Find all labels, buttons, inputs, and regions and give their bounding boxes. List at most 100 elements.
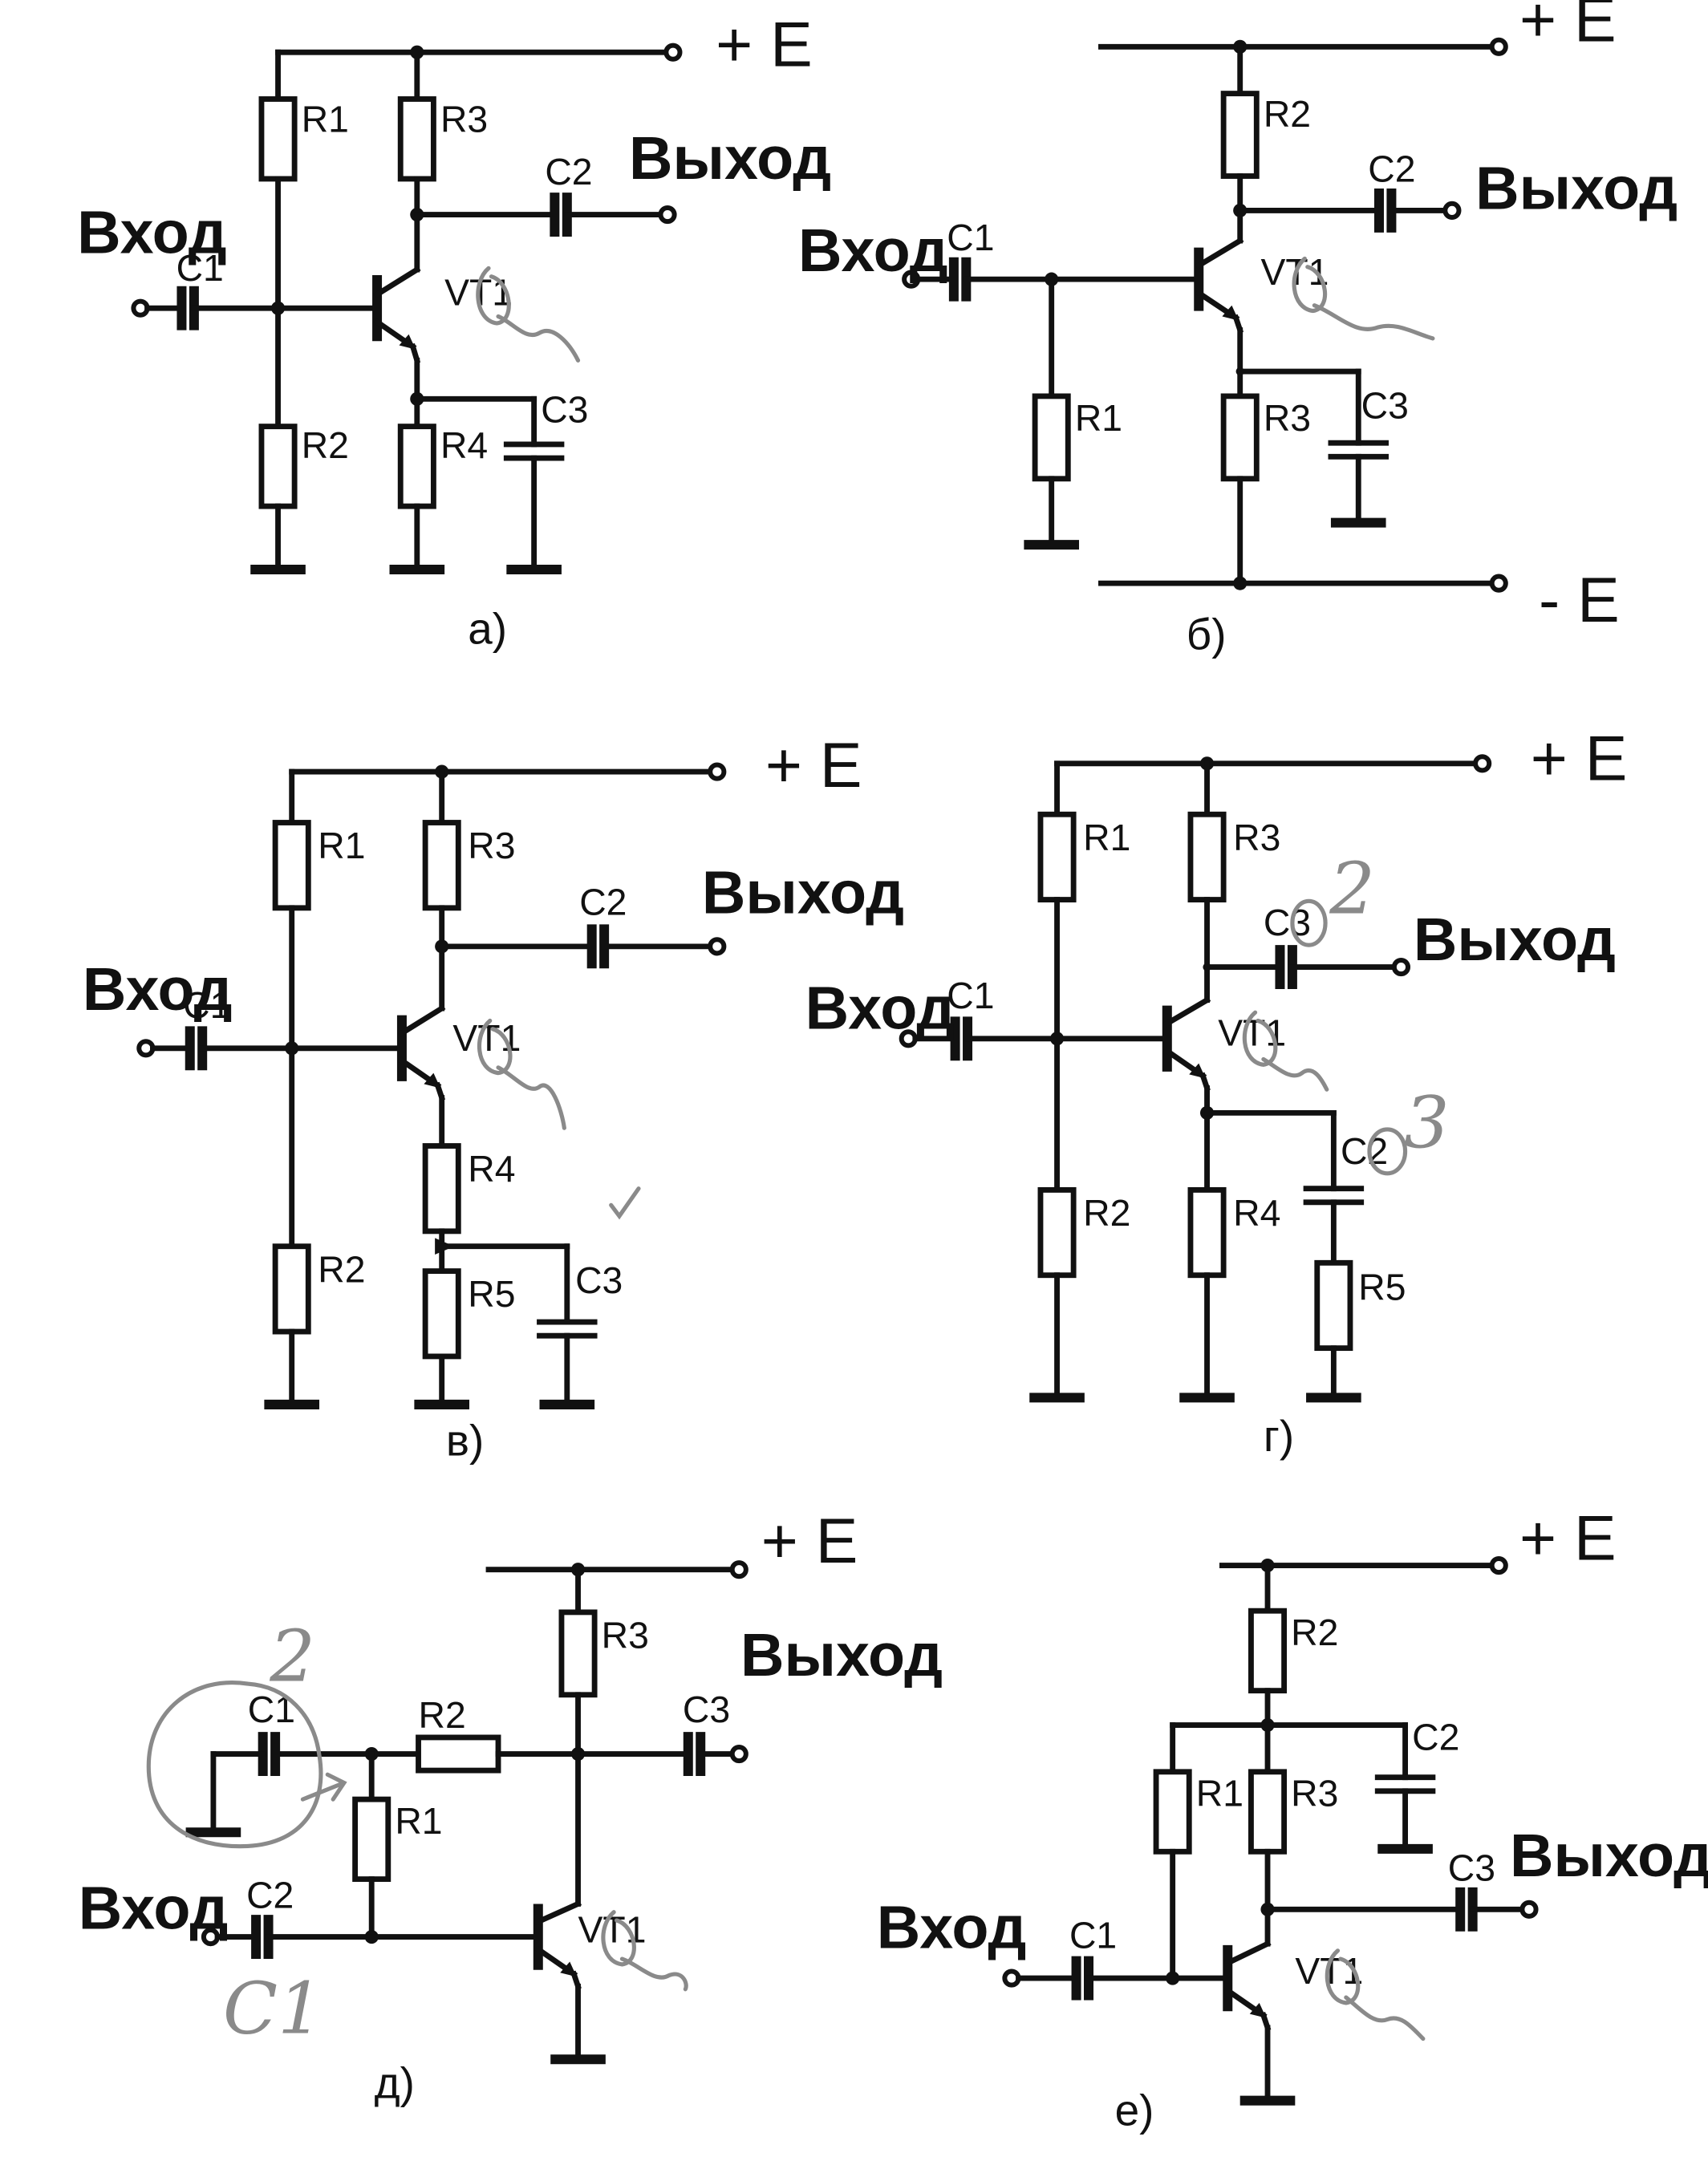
label-plus-e: + E (761, 1506, 858, 1576)
resistor-r2 (1037, 1186, 1077, 1279)
resistor-r1 (352, 1796, 392, 1883)
resistor-r1 (1032, 393, 1071, 482)
resistor-r4 (1187, 1186, 1227, 1279)
label-input: Вход (83, 955, 233, 1023)
terminal-plus-e (663, 43, 683, 62)
label-c1: C1 (176, 247, 224, 289)
label-output: Выход (1475, 155, 1678, 222)
label-r1: R1 (1075, 397, 1122, 439)
label-output: Выход (1510, 1822, 1708, 1889)
resistor-r2 (258, 424, 298, 509)
label-input: Вход (798, 217, 948, 284)
resistor-r3 (422, 820, 461, 911)
label-c3: C3 (575, 1259, 623, 1301)
resistor-r3 (1220, 393, 1260, 482)
label-plus-e: + E (1531, 723, 1628, 793)
label-c3: C3 (683, 1689, 730, 1730)
circuit-v: R1 R2 R3 R4 R5 C1 C2 C3 VT1 Вход Выход +… (83, 730, 904, 1465)
label-input: Вход (877, 1893, 1027, 1960)
caption-v: в) (446, 1415, 484, 1465)
label-c2: C2 (579, 881, 627, 922)
resistor-r1 (272, 820, 311, 911)
label-r1: R1 (395, 1800, 442, 1842)
circuit-d: R3 R2 R1 C1 C2 C3 VT1 Вход Выход + E д) … (79, 1506, 943, 2107)
caption-a: а) (468, 604, 507, 654)
label-r1: R1 (1083, 817, 1130, 858)
label-r2: R2 (1264, 93, 1311, 135)
resistor-r3 (397, 96, 436, 182)
resistor-r3 (1248, 1769, 1288, 1855)
label-c1: C1 (947, 217, 994, 258)
caption-b: б) (1187, 609, 1227, 659)
annotation-c1-mark: 2 (269, 1616, 315, 1699)
label-output: Выход (702, 859, 904, 926)
label-r2: R2 (1291, 1612, 1338, 1653)
resistor-r1 (1037, 811, 1077, 902)
resistor-r1 (258, 96, 298, 182)
circuit-e: R2 R1 R3 C1 C2 C3 VT1 Вход Выход + E е) (877, 1503, 1708, 2135)
label-output: Выход (629, 124, 831, 192)
resistor-r3 (1187, 811, 1227, 902)
resistor-r4 (422, 1143, 461, 1235)
caption-d: д) (375, 2058, 415, 2107)
label-c1: C1 (183, 984, 230, 1026)
annotation-c3-mark: 2 (1329, 848, 1375, 931)
resistor-r5 (1314, 1259, 1353, 1352)
resistor-r4 (397, 424, 436, 509)
label-output: Выход (740, 1621, 943, 1689)
label-c2: C2 (1412, 1716, 1459, 1758)
label-plus-e: + E (1519, 1503, 1617, 1574)
label-c1: C1 (1069, 1914, 1117, 1956)
label-input: Вход (79, 1874, 229, 1941)
label-r3: R3 (1233, 817, 1280, 858)
annotation-c2-mark: C1 (223, 1968, 323, 2051)
label-output: Выход (1414, 906, 1616, 973)
label-r3: R3 (602, 1614, 649, 1656)
resistor-r2 (1248, 1608, 1288, 1694)
label-r3: R3 (1291, 1773, 1338, 1814)
label-r4: R4 (1233, 1192, 1280, 1234)
label-plus-e: + E (1519, 0, 1617, 55)
label-c2: C2 (545, 151, 592, 193)
circuit-b: R2 R1 R3 C1 C2 C3 VT1 Вход Выход + E - E… (798, 0, 1678, 659)
label-c3: C3 (1361, 384, 1409, 426)
label-c1: C1 (947, 975, 994, 1016)
resistor-r2 (416, 1734, 501, 1774)
label-r3: R3 (440, 99, 488, 140)
resistor-r1 (1153, 1769, 1192, 1855)
label-r1: R1 (1196, 1773, 1243, 1814)
label-c2: C2 (246, 1875, 294, 1916)
label-r2: R2 (318, 1248, 365, 1290)
label-r3: R3 (1264, 397, 1311, 439)
label-r2: R2 (1083, 1192, 1130, 1234)
resistor-r5 (422, 1268, 461, 1360)
caption-g: г) (1264, 1411, 1294, 1461)
annotation-c2-mark: 3 (1404, 1081, 1450, 1165)
label-r1: R1 (302, 99, 349, 140)
label-r5: R5 (468, 1273, 515, 1315)
caption-e: е) (1115, 2086, 1154, 2135)
label-r1: R1 (318, 825, 365, 866)
label-r4: R4 (440, 424, 488, 466)
label-c2: C2 (1341, 1130, 1388, 1172)
resistor-r2 (272, 1243, 311, 1335)
label-r4: R4 (468, 1148, 515, 1190)
label-r5: R5 (1358, 1267, 1406, 1308)
label-plus-e: + E (716, 9, 813, 79)
label-c3: C3 (541, 388, 588, 430)
resistor-r2 (1220, 91, 1260, 179)
label-r2: R2 (419, 1694, 466, 1736)
circuit-a: R1 R2 R3 R4 C1 C2 C3 VT1 Вход Выход + E … (77, 9, 831, 653)
label-r2: R2 (302, 424, 349, 466)
label-input: Вход (805, 975, 955, 1042)
circuit-g: R1 R2 R3 R4 R5 C1 C3 C2 VT1 Вход Выход +… (805, 723, 1628, 1461)
label-c2: C2 (1368, 148, 1415, 189)
label-c3: C3 (1264, 902, 1311, 943)
label-r3: R3 (468, 825, 515, 866)
label-minus-e: - E (1539, 565, 1620, 635)
label-plus-e: + E (765, 730, 862, 801)
label-input: Вход (77, 199, 227, 266)
label-c3: C3 (1448, 1847, 1495, 1888)
